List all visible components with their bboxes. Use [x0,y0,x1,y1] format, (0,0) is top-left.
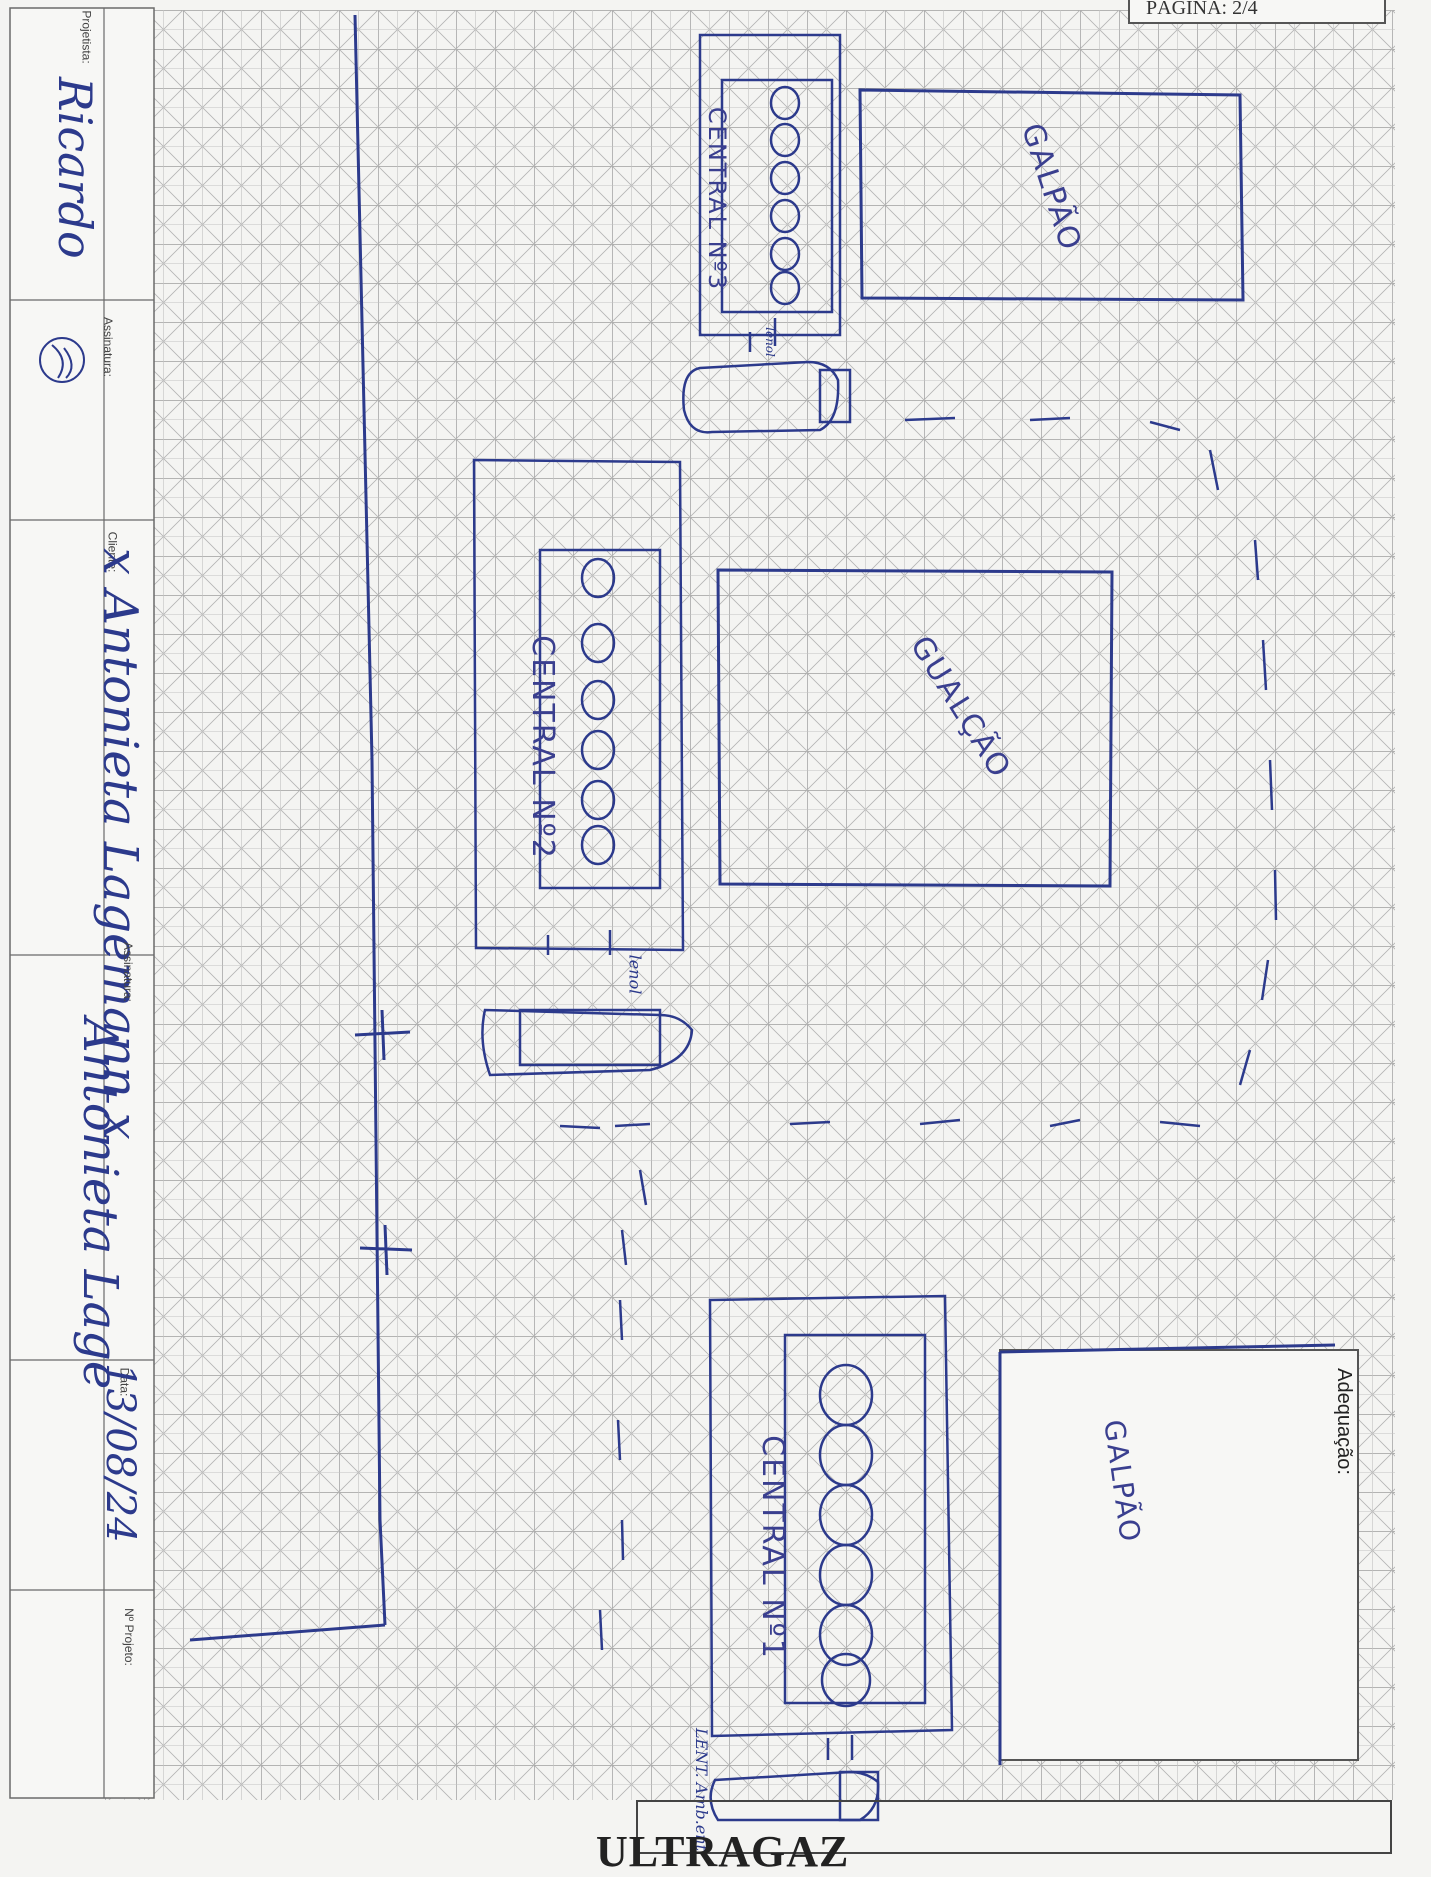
building-galpao-top [858,88,1245,302]
footer-box [636,1800,1392,1854]
projetista-label: Projetista: [79,10,94,64]
central-2 [472,458,694,1077]
central-1 [708,1294,954,1822]
adequacao-box [998,1343,1359,1765]
label-central-3: CENTRAL Nº3 [703,106,732,292]
label-central-2: CENTRAL Nº2 [524,635,560,860]
data-value: 13/08/24 [97,1363,143,1543]
building-gualcao [716,568,1114,888]
note-central-3: lenol [762,327,777,357]
label-central-1: CENTRAL Nº1 [754,1435,790,1660]
page-number-label: PÁGINA: 2/4 [1128,0,1386,24]
n-projeto-label: Nº Projeto: [121,1608,136,1666]
boundary-line [189,14,413,1642]
assinatura-label-1: Assinatura: [101,316,116,378]
projetista-signature: Ricardo [48,77,102,259]
central-3 [682,33,852,434]
note-central-2: lenol [625,954,645,995]
brand-name: ULTRAGAZ [596,1827,850,1876]
title-block [9,7,155,1799]
assinatura-label-2: Assinatura: [121,941,136,1003]
assinatura-value-2: Antonieta Lage [72,1018,128,1390]
dashed-road [559,416,1278,1651]
adequacao-label: Adequação: [1332,1368,1355,1475]
cliente-value: x Antonieta Lagemann x [92,548,148,1140]
